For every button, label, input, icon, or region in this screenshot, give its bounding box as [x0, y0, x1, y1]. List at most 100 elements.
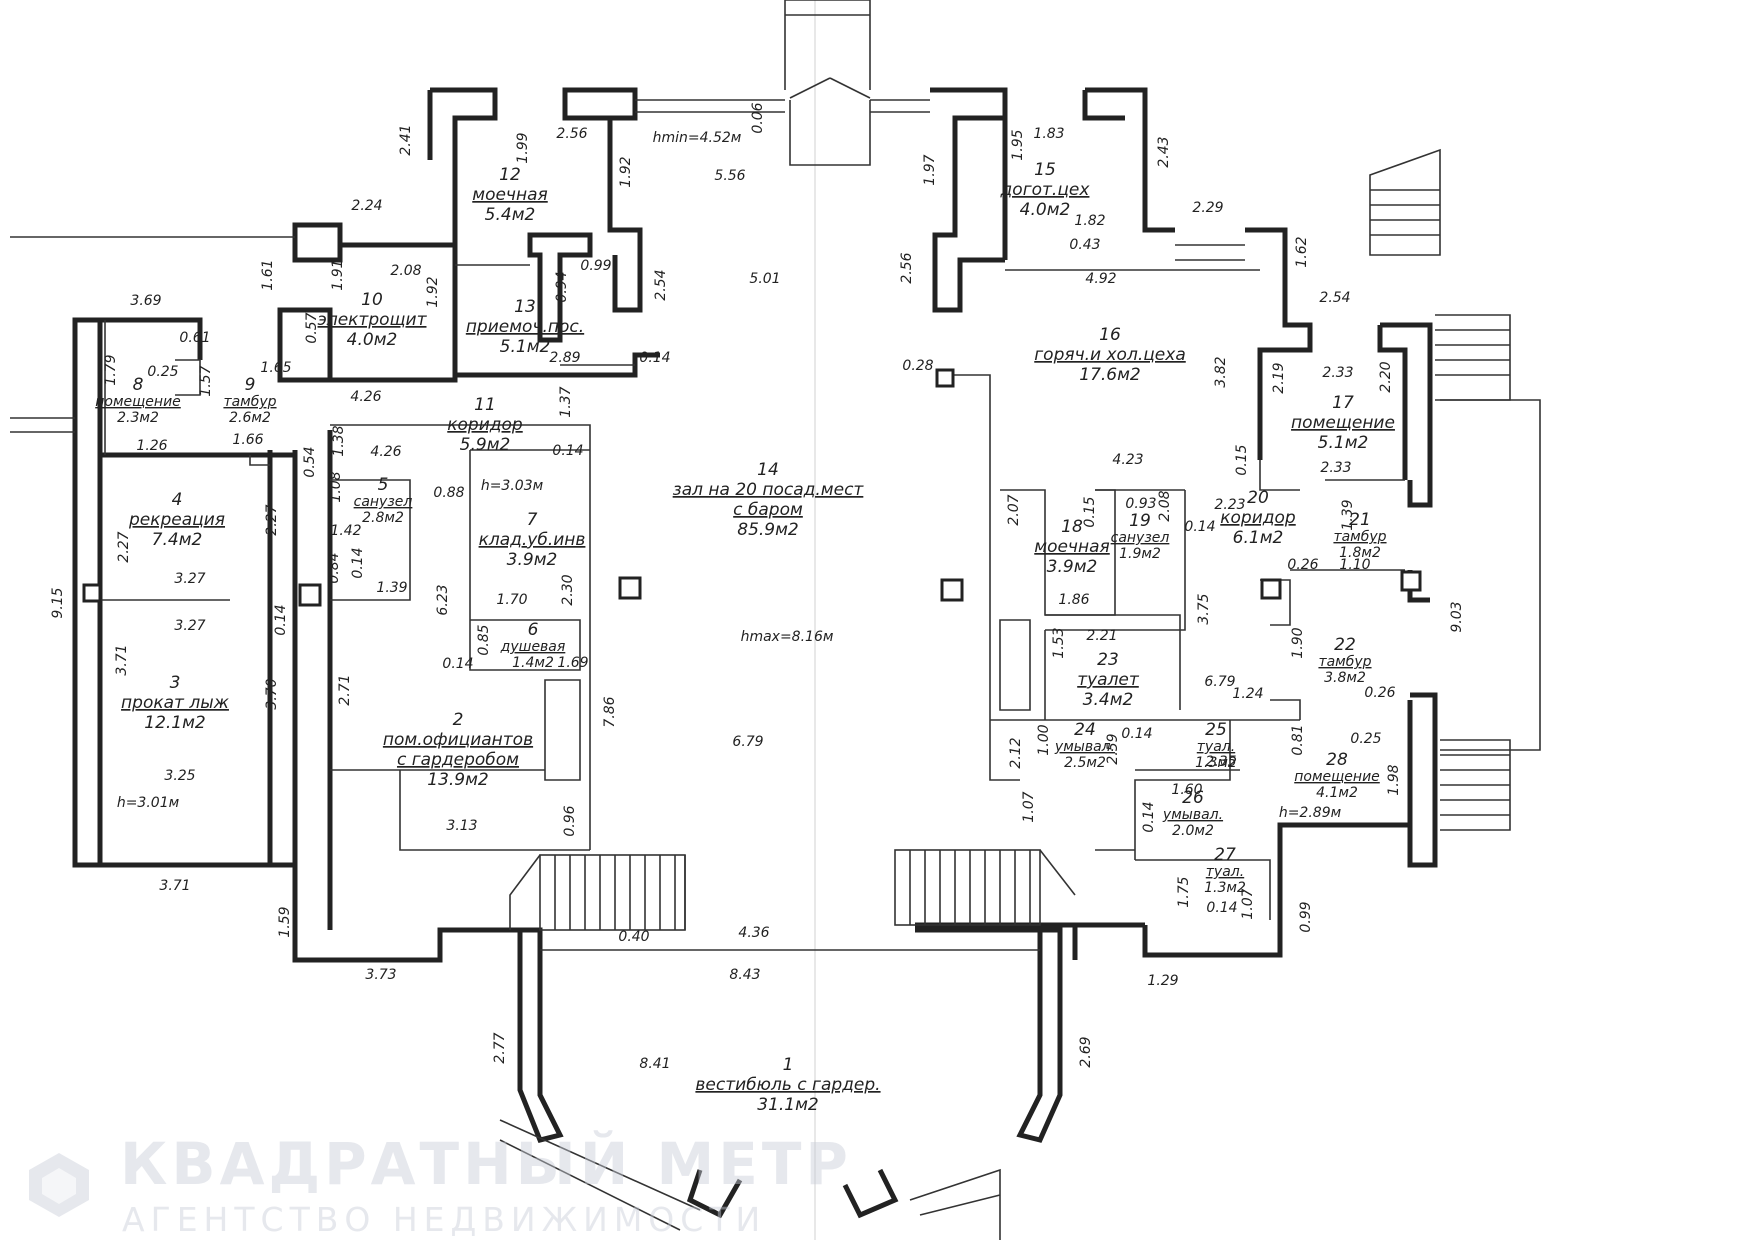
dimension-label: 0.14 [552, 443, 583, 459]
dimension-label: 0.14 [350, 547, 366, 578]
dimension-label: 1.86 [1058, 592, 1089, 608]
dimension-label: 9.15 [50, 587, 66, 618]
room-area: 85.9м2 [737, 520, 799, 540]
height-labels: hmin=4.52мhmax=8.16мh=3.03мh=3.01мh=2.89… [117, 130, 1342, 821]
dimension-label: 0.14 [1121, 726, 1152, 742]
dimension-label: 1.39 [1340, 499, 1356, 530]
dimension-label: 3.13 [446, 818, 477, 834]
height-label-storage: h=3.03м [481, 478, 544, 494]
room-area: 3.8м2 [1324, 670, 1366, 686]
room-name: санузел [1111, 530, 1170, 546]
dimension-label: 8.41 [639, 1056, 670, 1072]
dimension-label: 1.82 [1074, 213, 1105, 229]
room-area: 6.1м2 [1233, 528, 1284, 548]
dimension-label: 1.59 [277, 906, 293, 937]
dimension-label: 0.85 [476, 624, 492, 655]
dimension-label: 1.60 [1171, 782, 1202, 798]
dimension-label: 2.43 [1156, 136, 1172, 167]
room-name: вестибюль с гардер. [695, 1075, 880, 1095]
room-name: тамбур [1318, 654, 1371, 670]
dimension-label: 2.56 [899, 252, 915, 283]
dimension-label: 0.26 [1287, 557, 1318, 573]
dimension-label: 0.15 [1082, 496, 1098, 527]
dimension-label: 2.30 [560, 574, 576, 605]
dimension-label: 0.26 [1364, 685, 1395, 701]
dimension-label: 1.90 [1290, 627, 1306, 658]
room-number: 6 [528, 620, 539, 640]
dimension-label: 2.07 [1006, 494, 1022, 525]
dimension-label: 3.82 [1213, 356, 1229, 387]
dimension-label: 1.39 [376, 580, 407, 596]
dimension-label: 2.08 [390, 263, 421, 279]
room-number: 26 [1182, 788, 1204, 808]
dimension-label: 2.56 [556, 126, 587, 142]
dimension-label: 4.26 [350, 389, 381, 405]
dimension-label: 2.59 [1105, 733, 1121, 764]
room-name: санузел [354, 494, 413, 510]
room-name: приемоч.пос. [466, 317, 584, 337]
room-number: 24 [1074, 720, 1096, 740]
dimension-label: 0.81 [1290, 724, 1306, 755]
dimension-label: 5.01 [749, 271, 780, 287]
dimension-label: 3.73 [365, 967, 396, 983]
dimension-label: 3.27 [174, 571, 205, 587]
room-number: 11 [474, 395, 496, 415]
dimension-label: 2.77 [492, 1032, 508, 1063]
height-max-label: hmax=8.16м [741, 629, 834, 645]
watermark-agency-subtitle: АГЕНТСТВО НЕДВИЖИМОСТИ [122, 1200, 767, 1239]
room-number: 7 [527, 510, 538, 530]
room-area: 7.4м2 [152, 530, 203, 550]
room-area: 12.1м2 [144, 713, 206, 733]
room-name: зал на 20 посад.мест [673, 480, 865, 500]
room-number: 21 [1349, 510, 1371, 530]
dimension-label: 1.24 [1232, 686, 1263, 702]
room-area: 1.4м2 [512, 655, 554, 671]
room-area: 5.9м2 [460, 435, 511, 455]
agency-logo-icon [29, 1153, 89, 1217]
room-area: 1.9м2 [1119, 546, 1161, 562]
dimension-label: 1.70 [496, 592, 527, 608]
dimension-label: 3.71 [159, 878, 190, 894]
dimension-label: 0.25 [1350, 731, 1381, 747]
dimension-label: 0.94 [554, 271, 570, 302]
dimension-label: 4.92 [1085, 271, 1116, 287]
dimension-label: 1.75 [1176, 876, 1192, 907]
room-number: 20 [1247, 488, 1269, 508]
room-number: 23 [1097, 650, 1119, 670]
room-number: 28 [1326, 750, 1348, 770]
room-name: пом.официантов [383, 730, 533, 750]
dimension-label: 6.23 [435, 584, 451, 615]
room-number: 3 [170, 673, 181, 693]
room-number: 9 [245, 375, 256, 395]
room-area: 3.9м2 [1047, 557, 1098, 577]
room-name-line2: с гардеробом [397, 750, 519, 770]
dimension-label: 0.14 [273, 604, 289, 635]
dimension-label: 1.79 [103, 354, 119, 385]
dimension-label: 2.29 [1192, 200, 1223, 216]
room-name: коридор [1220, 508, 1296, 528]
room-name: умывал. [1162, 807, 1223, 823]
dimension-label: 2.71 [337, 674, 353, 705]
dimension-label: 1.26 [136, 438, 167, 454]
room-number: 19 [1129, 511, 1151, 531]
room-name: клад.уб.инв [479, 530, 586, 550]
height-min-label: hmin=4.52м [653, 130, 742, 146]
room-name: тамбур [223, 394, 276, 410]
room-area: 4.1м2 [1316, 785, 1358, 801]
partitions [100, 264, 1405, 920]
dimension-label: 3.70 [264, 678, 280, 709]
room-number: 17 [1332, 393, 1354, 413]
dimension-label: 0.88 [433, 485, 464, 501]
dimension-label: 2.20 [1378, 361, 1394, 392]
